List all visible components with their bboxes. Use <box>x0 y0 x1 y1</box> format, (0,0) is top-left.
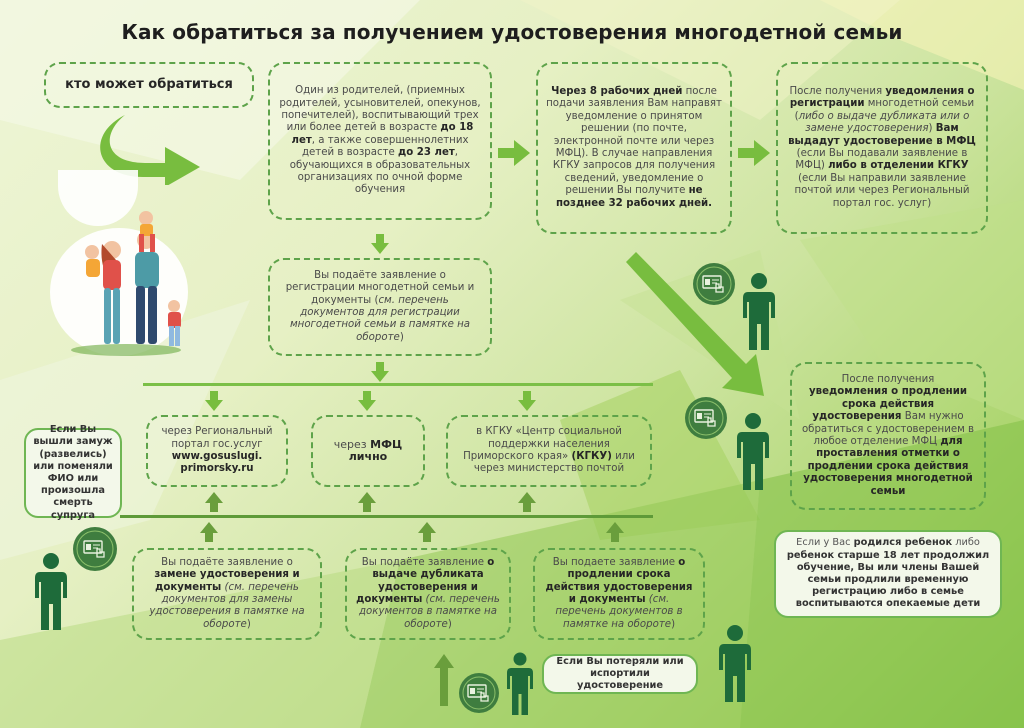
who-can-apply-label: кто может обратиться <box>65 76 233 92</box>
lost-document-bubble: Если Вы потеряли или испортили удостовер… <box>542 654 698 694</box>
arrow-down-icon <box>358 391 376 411</box>
person-icon <box>35 553 67 630</box>
child-born-bubble: Если у Вас родился ребенок либо ребенок … <box>774 530 1002 618</box>
arrow-right-icon <box>498 140 530 166</box>
duplicate-application-box: Вы подаёте заявление о выдаче дубликата … <box>345 548 511 640</box>
issuance-box: После получения уведомления о регистраци… <box>776 62 988 234</box>
application-text: Вы подаёте заявление о регистрации много… <box>285 269 475 343</box>
application-box: Вы подаёте заявление о регистрации много… <box>268 258 492 356</box>
decision-box: Через 8 рабочих дней после подачи заявле… <box>536 62 732 234</box>
arrow-up-icon <box>518 492 536 512</box>
page-title: Как обратиться за получением удостоверен… <box>121 20 903 44</box>
person-icon <box>737 413 769 490</box>
replacement-application-box: Вы подаёте заявление о замене удостовере… <box>132 548 322 640</box>
channel-kgku-box: в КГКУ «Центр социальной поддержки насел… <box>446 415 652 487</box>
divider-line <box>120 515 653 518</box>
issuance-text: После получения уведомления о регистраци… <box>788 85 976 209</box>
who-can-apply-box: кто может обратиться <box>44 62 254 108</box>
channel-portal-text: через Региональный портал гос.услуг <box>161 426 273 450</box>
eligibility-box: Один из родителей, (приемных родителей, … <box>268 62 492 220</box>
channel-portal-box: через Региональный портал гос.услуг www.… <box>146 415 288 487</box>
arrow-up-icon <box>358 492 376 512</box>
person-icon <box>743 273 775 350</box>
extension-notice-box: После получения уведомления о продлении … <box>790 362 986 510</box>
divider-line <box>143 383 653 386</box>
arrow-down-icon <box>205 391 223 411</box>
arrow-down-icon <box>371 362 389 382</box>
curved-arrow-icon <box>100 115 200 185</box>
arrow-up-icon <box>418 522 436 542</box>
diagonal-arrow-icon <box>626 252 764 396</box>
arrow-right-icon <box>738 140 770 166</box>
person-icon <box>719 625 751 702</box>
channel-mfc-box: через МФЦ лично <box>311 415 425 487</box>
person-icon <box>507 652 533 715</box>
family-illustration <box>40 170 190 360</box>
arrow-up-icon <box>200 522 218 542</box>
arrow-up-icon <box>434 654 454 706</box>
id-card-hand-icon <box>693 263 735 305</box>
extension-application-box: Вы подаете заявление о продлении срока д… <box>533 548 705 640</box>
id-card-hand-icon <box>73 527 117 571</box>
id-card-hand-icon <box>459 673 499 713</box>
arrow-down-icon <box>371 234 389 254</box>
arrow-up-icon <box>205 492 223 512</box>
arrow-up-icon <box>606 522 624 542</box>
portal-link[interactable]: www.gosuslugi. primorsky.ru <box>171 451 263 475</box>
eligibility-text: Один из родителей, (приемных родителей, … <box>279 85 481 196</box>
id-card-hand-icon <box>685 397 727 439</box>
arrow-down-icon <box>518 391 536 411</box>
decision-text: Через 8 рабочих дней после подачи заявле… <box>546 85 722 209</box>
marriage-change-bubble: Если Вы вышли замуж (развелись) или поме… <box>24 424 122 521</box>
